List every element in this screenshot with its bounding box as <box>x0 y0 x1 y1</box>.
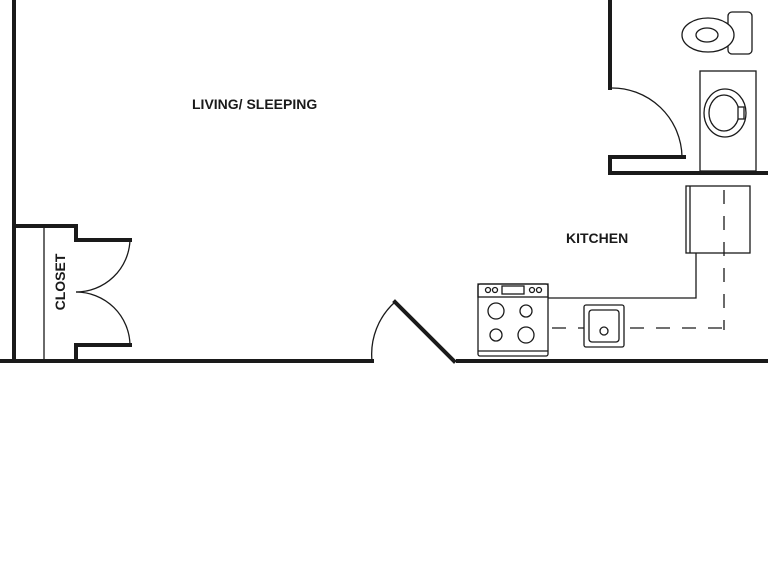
refrigerator-body <box>685 185 751 254</box>
stove-knob-3 <box>528 286 536 294</box>
closet-door-swing-top <box>75 239 131 293</box>
toilet <box>681 11 753 55</box>
toilet-seat <box>695 27 719 43</box>
stove-knob-1 <box>484 286 492 294</box>
kitchen-sink <box>583 304 625 348</box>
burner-1 <box>487 302 505 320</box>
exterior-walls <box>0 0 768 363</box>
burner-3 <box>489 328 503 342</box>
bathroom-faucet <box>737 106 745 120</box>
closet <box>12 224 132 363</box>
vanity <box>699 70 757 172</box>
entry-door-leaf <box>392 299 457 364</box>
entry-door <box>371 299 457 364</box>
counter-edge <box>548 253 697 299</box>
entry-door-swing <box>371 301 396 362</box>
closet-door-swing-bottom <box>75 291 131 346</box>
closet-label: CLOSET <box>52 253 68 311</box>
stove-display <box>501 285 525 295</box>
stove-knob-2 <box>491 286 499 294</box>
kitchen-sink-basin <box>588 309 620 343</box>
kitchen-sink-outer <box>583 304 625 348</box>
burner-4 <box>517 326 535 344</box>
kitchen-label: KITCHEN <box>566 230 629 246</box>
kitchen-counter <box>548 190 725 330</box>
kitchen-sink-drain <box>599 326 609 336</box>
bathroom-door-swing <box>609 87 683 158</box>
living-sleeping-label: LIVING/ SLEEPING <box>192 96 318 112</box>
burner-2 <box>519 304 533 318</box>
stove-control-panel <box>477 283 549 298</box>
stove <box>477 283 549 357</box>
toilet-bowl <box>681 17 735 53</box>
bathroom-door <box>609 87 683 158</box>
stove-knob-4 <box>535 286 543 294</box>
refrigerator <box>685 185 751 254</box>
stove-body <box>477 283 549 357</box>
bathroom-walls <box>608 0 768 175</box>
